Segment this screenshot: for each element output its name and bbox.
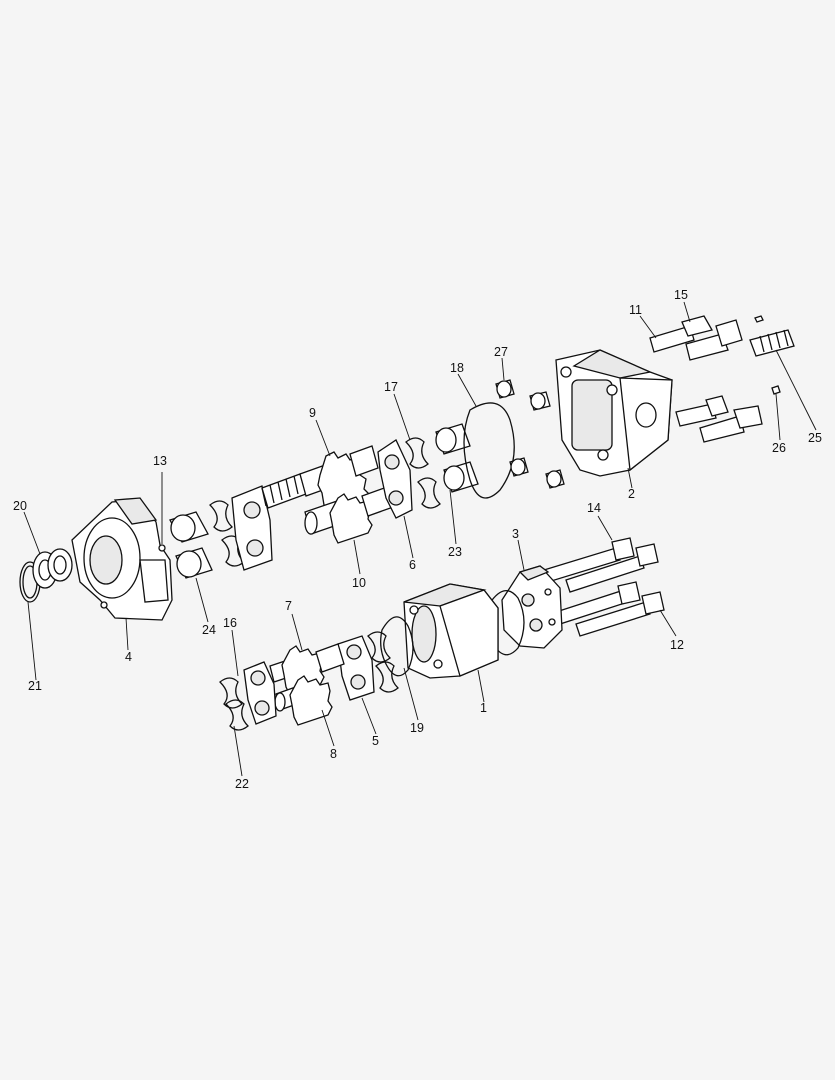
- o-ring-housing-part: [380, 616, 414, 677]
- callout-9: 9: [309, 406, 316, 420]
- callout-15: 15: [674, 288, 688, 302]
- callout-1: 1: [480, 701, 487, 715]
- end-plate-part: [501, 565, 563, 649]
- o-ring-large-part: [463, 402, 515, 499]
- rear-housing-part: [555, 349, 673, 477]
- studs-upper-part: [649, 315, 743, 361]
- callout-24: 24: [202, 623, 216, 637]
- callout-8: 8: [330, 747, 337, 761]
- gear-lower-lower-section-part: [274, 675, 333, 726]
- mounting-flange-part: [71, 497, 173, 621]
- callout-25: 25: [808, 431, 822, 445]
- bearing-block-part: [337, 635, 375, 701]
- callout-labels: 1 2 3 4 5 6 7 8 9 10 11 12 13 14 15 16 1…: [13, 288, 822, 791]
- callout-6: 6: [409, 558, 416, 572]
- callout-5: 5: [372, 734, 379, 748]
- callout-26: 26: [772, 441, 786, 455]
- drive-shaft-gear-part: [261, 445, 379, 514]
- bushing-pair-front-part: [169, 511, 213, 579]
- bearing-block-lower-part: [243, 661, 277, 725]
- callout-19: 19: [410, 721, 424, 735]
- callout-20: 20: [13, 499, 27, 513]
- gear-housing-part: [403, 583, 499, 679]
- wear-plate-part: [377, 439, 413, 519]
- spline-shaft-part: [749, 315, 795, 357]
- bushing-pair-rear-part: [435, 423, 479, 493]
- thrust-plate-front-part: [231, 485, 273, 571]
- studs-lower-part: [675, 395, 763, 443]
- shaft-seal-part: [32, 548, 73, 589]
- callout-13: 13: [153, 454, 167, 468]
- callout-2: 2: [628, 487, 635, 501]
- callout-16: 16: [223, 616, 237, 630]
- small-bushings-part: [495, 379, 565, 489]
- callout-7: 7: [285, 599, 292, 613]
- callout-10: 10: [352, 576, 366, 590]
- leader-lines: [23, 301, 817, 777]
- callout-22: 22: [235, 777, 249, 791]
- long-bolts-part: [543, 537, 665, 637]
- callout-4: 4: [125, 650, 132, 664]
- seal-clip-lower-part: [219, 677, 249, 731]
- callout-23: 23: [448, 545, 462, 559]
- callout-11: 11: [629, 303, 642, 317]
- callout-21: 21: [28, 679, 42, 693]
- seal-clip-5-part: [367, 631, 399, 693]
- callout-27: 27: [494, 345, 508, 359]
- callout-18: 18: [450, 361, 464, 375]
- callout-17: 17: [384, 380, 398, 394]
- callout-12: 12: [670, 638, 684, 652]
- callout-14: 14: [587, 501, 601, 515]
- callout-3: 3: [512, 527, 519, 541]
- seal-clip-rear-part: [405, 437, 441, 509]
- dowel-pin-part: [771, 385, 781, 395]
